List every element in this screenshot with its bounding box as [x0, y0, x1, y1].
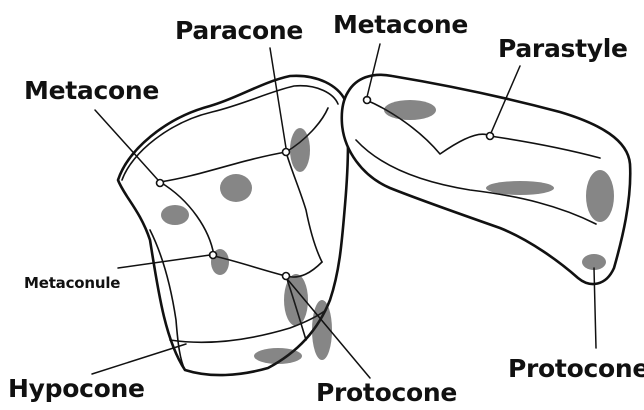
label-protocone-right: Protocone: [508, 356, 644, 381]
tip-paracone-left: [283, 149, 290, 156]
label-metacone-right: Metacone: [333, 12, 468, 37]
label-parastyle: Parastyle: [498, 36, 628, 61]
label-hypocone: Hypocone: [8, 376, 145, 401]
label-protocone-center: Protocone: [316, 380, 457, 405]
label-paracone: Paracone: [175, 18, 303, 43]
label-metacone-left: Metacone: [24, 78, 159, 103]
leader-hypocone: [92, 344, 186, 374]
left-molar-drawing: [118, 76, 348, 375]
right-molar-outline: [342, 75, 631, 284]
label-metaconule: Metaconule: [24, 276, 120, 291]
tip-parastyle: [487, 133, 494, 140]
tip-protocone-left: [283, 273, 290, 280]
right-molar-drawing: [342, 75, 631, 284]
